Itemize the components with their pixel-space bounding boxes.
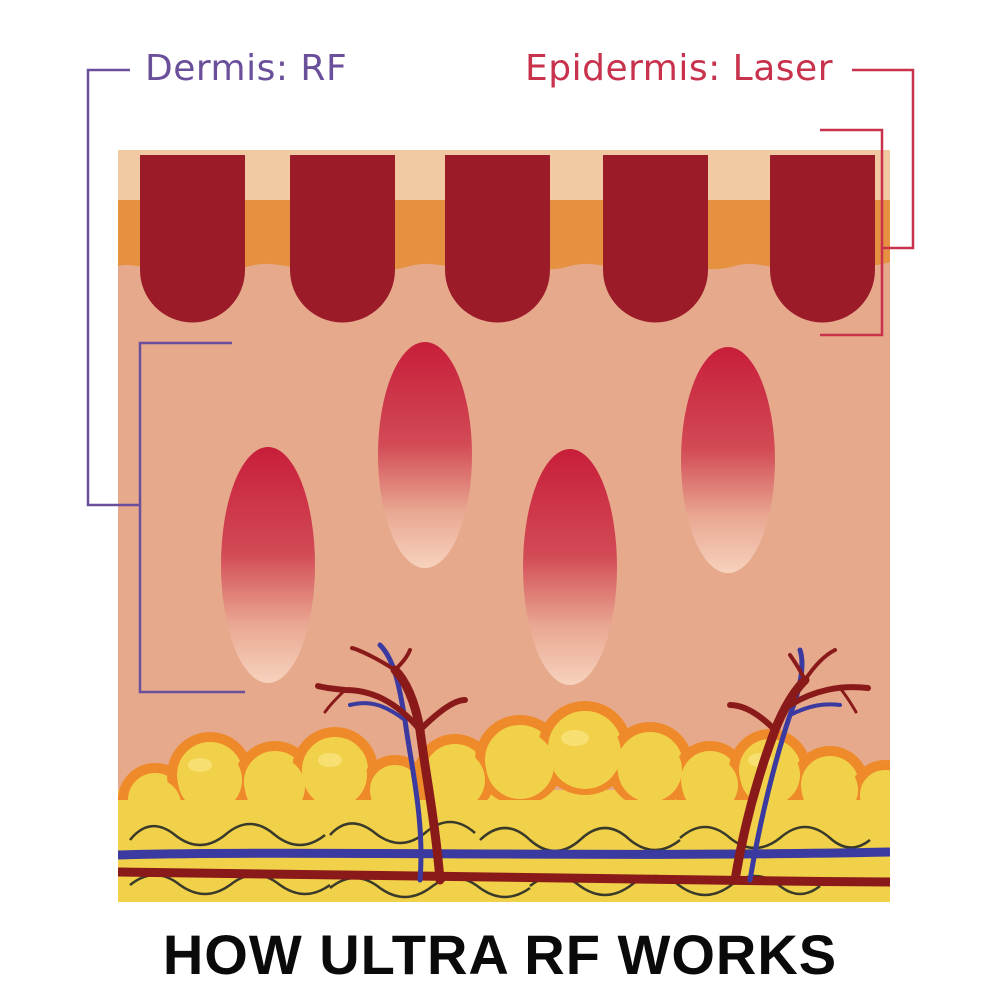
- rf-thermal-zones: [221, 342, 775, 685]
- laser-column-1: [140, 155, 245, 323]
- laser-column-2: [290, 155, 395, 323]
- deep-vessels: [118, 847, 890, 887]
- dermis-label: Dermis: RF: [145, 48, 348, 89]
- blood-vessel-right: [727, 647, 871, 885]
- rf-zone-3: [523, 449, 617, 685]
- diagram-caption: HOW ULTRA RF WORKS: [162, 923, 838, 986]
- laser-column-3: [445, 155, 550, 323]
- epidermis-bracket: [820, 68, 915, 337]
- rf-zone-1: [221, 447, 315, 683]
- laser-column-5: [770, 155, 875, 323]
- blood-vessel-left: [315, 642, 468, 885]
- dermis-bracket: [86, 68, 245, 694]
- rf-zone-4: [681, 347, 775, 573]
- rf-zone-2: [378, 342, 472, 568]
- laser-pillars: [140, 155, 875, 323]
- epidermis-label: Epidermis: Laser: [525, 48, 833, 89]
- laser-column-4: [603, 155, 708, 323]
